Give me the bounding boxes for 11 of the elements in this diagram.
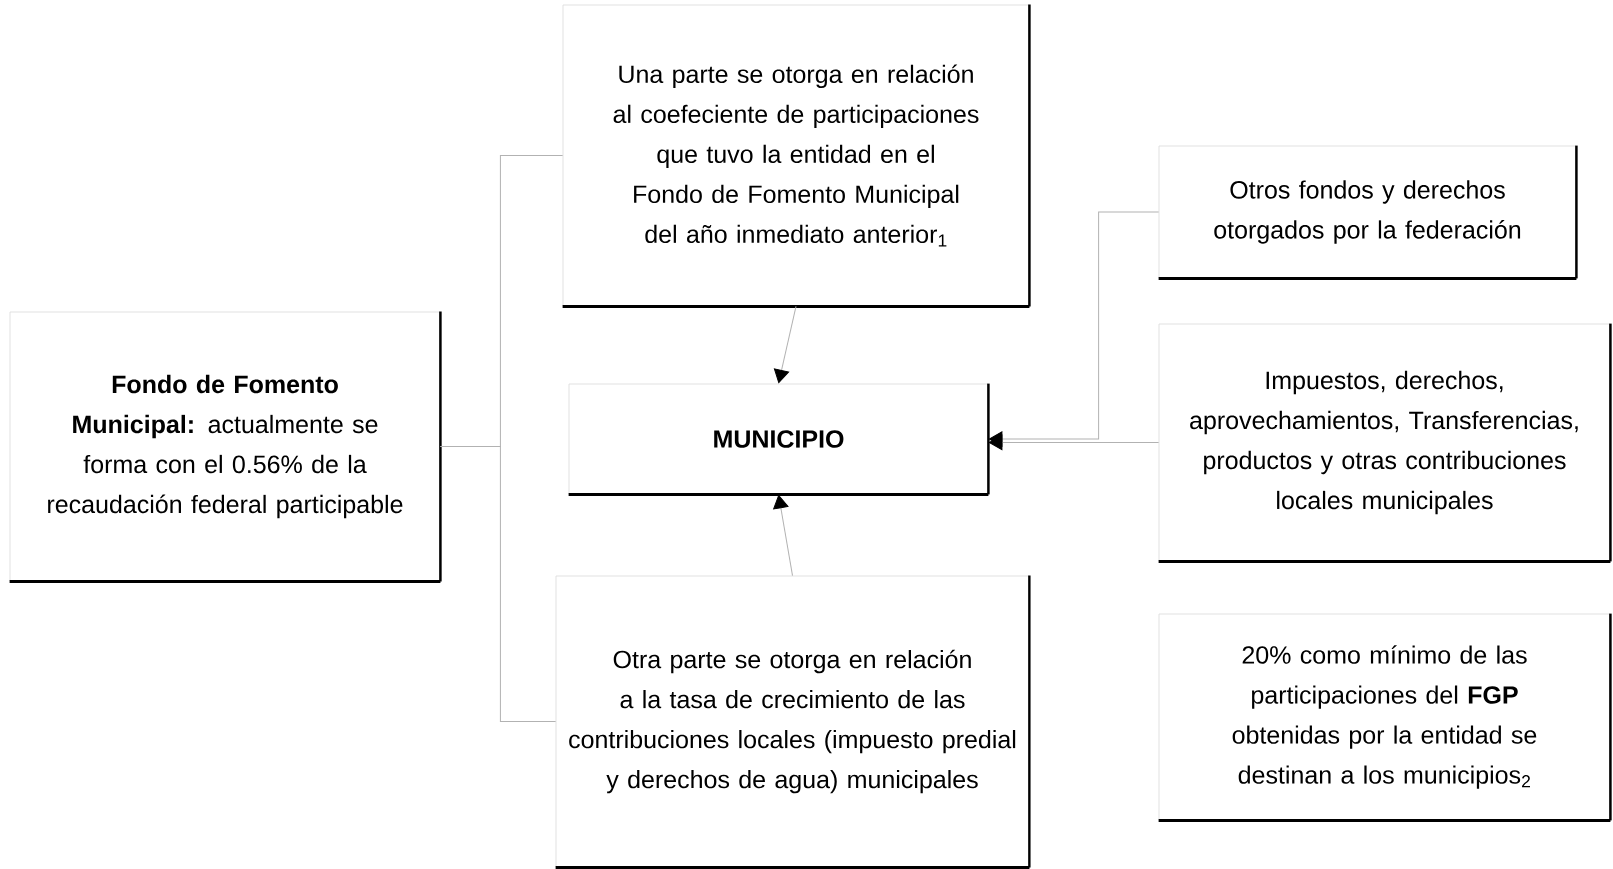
connector: [988, 434, 1160, 451]
text-box: Fondo de Fomento Municipal: actualmente se forma con el 0.56% de la recaudación federal participable: [9, 311, 442, 583]
text-box: Otros fondos y derechos otorgados por la federación: [1158, 145, 1578, 280]
text-box: Una parte se otorga en relación al coefeciente de participaciones que tuvo la entidad en el Fondo de Fomento Municipal del año inmediato anterior$_{1}$: [562, 4, 1031, 308]
text-box: Otra parte se otorga en relación a la tasa de crecimiento de las contribuciones locales (impuesto predial y derechos de agua) municipales: [555, 575, 1031, 869]
text-box: Impuestos, derechos, aprovechamientos, Transferencias, productos y otras contribuciones locales municipales: [1158, 323, 1612, 563]
connector: [439, 446, 557, 722]
connector: [773, 305, 797, 384]
connector: [773, 494, 793, 577]
text-box: 20% como mínimo de las participaciones del FGP obtenidas por la entidad se destinan a los municipios$_{2}$: [1158, 613, 1612, 822]
text-box: MUNICIPIO: [568, 383, 990, 496]
